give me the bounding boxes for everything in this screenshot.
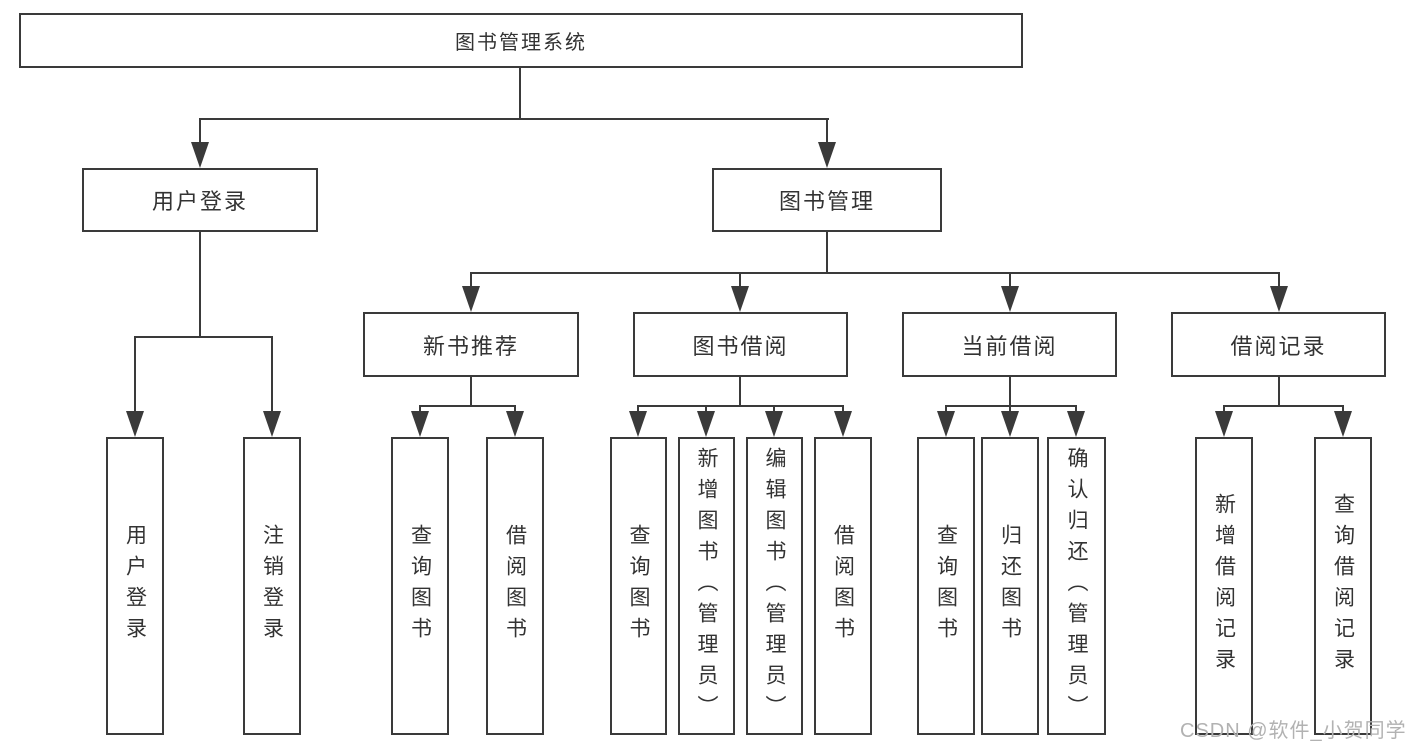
connector-line xyxy=(470,272,472,288)
arrowhead-down-icon xyxy=(411,411,429,437)
connector-line xyxy=(519,68,521,120)
connector-line xyxy=(842,405,844,413)
arrowhead-down-icon xyxy=(1270,286,1288,312)
connector-line xyxy=(739,377,741,407)
connector-line xyxy=(1223,405,1344,407)
leaf-bb-borrow-book-label: 借阅图书 xyxy=(831,524,855,648)
leaf-logout: 注销登录 xyxy=(243,437,301,735)
arrowhead-down-icon xyxy=(937,411,955,437)
connector-line xyxy=(705,405,707,413)
connector-line xyxy=(1223,405,1225,413)
connector-line xyxy=(199,118,201,144)
connector-line xyxy=(739,272,741,288)
connector-line xyxy=(945,405,947,413)
arrowhead-down-icon xyxy=(1334,411,1352,437)
leaf-user-login-label: 用户登录 xyxy=(123,524,147,648)
connector-line xyxy=(637,405,844,407)
connector-line xyxy=(826,232,828,274)
connector-line xyxy=(134,336,136,413)
node-user-login: 用户登录 xyxy=(82,168,318,232)
watermark: CSDN @软件_小贺同学 xyxy=(1180,720,1405,742)
connector-line xyxy=(945,405,1077,407)
connector-line xyxy=(1342,405,1344,413)
leaf-user-login: 用户登录 xyxy=(106,437,164,735)
leaf-bb-add-book: 新增图书（管理员） xyxy=(678,437,735,735)
arrowhead-down-icon xyxy=(191,142,209,168)
arrowhead-down-icon xyxy=(126,411,144,437)
leaf-cb-query-book: 查询图书 xyxy=(917,437,975,735)
leaf-cb-confirm-return: 确认归还（管理员） xyxy=(1047,437,1106,735)
leaf-bb-query-book: 查询图书 xyxy=(610,437,667,735)
arrowhead-down-icon xyxy=(506,411,524,437)
leaf-bb-borrow-book: 借阅图书 xyxy=(814,437,872,735)
leaf-nb-borrow-book: 借阅图书 xyxy=(486,437,544,735)
leaf-br-add-record-label: 新增借阅记录 xyxy=(1212,493,1236,679)
connector-line xyxy=(773,405,775,413)
node-borrow-record-label: 借阅记录 xyxy=(1230,333,1327,359)
arrowhead-down-icon xyxy=(263,411,281,437)
connector-line xyxy=(470,377,472,407)
connector-line xyxy=(419,405,421,413)
connector-line xyxy=(199,118,829,120)
leaf-cb-confirm-return-label: 确认归还（管理员） xyxy=(1065,446,1088,726)
leaf-br-query-record: 查询借阅记录 xyxy=(1314,437,1372,735)
arrowhead-down-icon xyxy=(765,411,783,437)
arrowhead-down-icon xyxy=(629,411,647,437)
leaf-bb-add-book-label: 新增图书（管理员） xyxy=(695,446,718,726)
leaf-br-add-record: 新增借阅记录 xyxy=(1195,437,1253,735)
leaf-cb-return-book: 归还图书 xyxy=(981,437,1039,735)
node-borrow-record: 借阅记录 xyxy=(1171,312,1386,377)
leaf-nb-borrow-book-label: 借阅图书 xyxy=(503,524,527,648)
connector-line xyxy=(637,405,639,413)
connector-line xyxy=(1009,377,1011,407)
connector-line xyxy=(1009,405,1011,413)
leaf-cb-query-book-label: 查询图书 xyxy=(934,524,958,648)
arrowhead-down-icon xyxy=(1067,411,1085,437)
arrowhead-down-icon xyxy=(1001,411,1019,437)
node-root-label: 图书管理系统 xyxy=(455,32,587,54)
leaf-bb-edit-book-label: 编辑图书（管理员） xyxy=(763,446,786,726)
arrowhead-down-icon xyxy=(697,411,715,437)
arrowhead-down-icon xyxy=(462,286,480,312)
arrowhead-down-icon xyxy=(731,286,749,312)
connector-line xyxy=(1075,405,1077,413)
leaf-bb-edit-book: 编辑图书（管理员） xyxy=(746,437,803,735)
arrowhead-down-icon xyxy=(818,142,836,168)
leaf-logout-label: 注销登录 xyxy=(260,524,284,648)
leaf-bb-query-book-label: 查询图书 xyxy=(627,524,650,648)
node-book-management: 图书管理 xyxy=(712,168,942,232)
node-book-management-label: 图书管理 xyxy=(778,189,875,214)
node-new-book-recommend-label: 新书推荐 xyxy=(422,333,519,359)
connector-line xyxy=(1278,272,1280,288)
node-book-borrow-label: 图书借阅 xyxy=(692,333,789,359)
connector-line xyxy=(199,232,201,338)
connector-line xyxy=(826,118,828,144)
leaf-nb-query-book: 查询图书 xyxy=(391,437,449,735)
arrowhead-down-icon xyxy=(834,411,852,437)
connector-line xyxy=(1009,272,1011,288)
node-new-book-recommend: 新书推荐 xyxy=(363,312,579,377)
leaf-nb-query-book-label: 查询图书 xyxy=(408,524,432,648)
arrowhead-down-icon xyxy=(1001,286,1019,312)
node-current-borrow: 当前借阅 xyxy=(902,312,1117,377)
connector-line xyxy=(271,336,273,413)
connector-line xyxy=(470,272,1280,274)
arrowhead-down-icon xyxy=(1215,411,1233,437)
node-root: 图书管理系统 xyxy=(19,13,1023,68)
connector-line xyxy=(419,405,516,407)
leaf-cb-return-book-label: 归还图书 xyxy=(998,524,1022,648)
connector-line xyxy=(1278,377,1280,407)
node-book-borrow: 图书借阅 xyxy=(633,312,848,377)
connector-line xyxy=(514,405,516,413)
leaf-br-query-record-label: 查询借阅记录 xyxy=(1331,493,1355,679)
node-user-login-label: 用户登录 xyxy=(151,189,248,214)
node-current-borrow-label: 当前借阅 xyxy=(961,333,1058,359)
connector-line xyxy=(134,336,273,338)
